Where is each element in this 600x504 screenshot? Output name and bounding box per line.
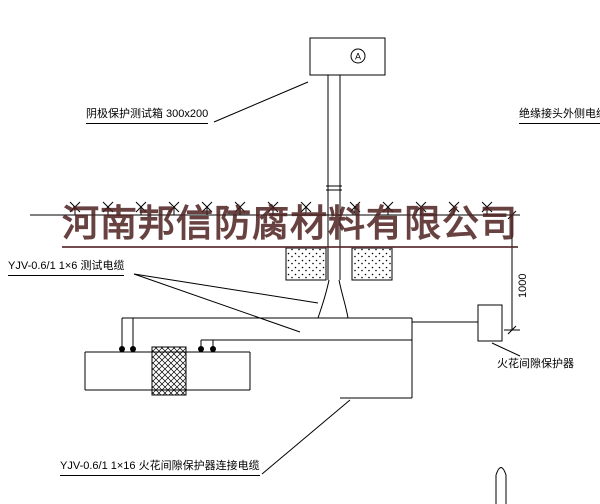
label-spark-gap-cable: YJV-0.6/1 1×16 火花间隙保护器连接电缆 bbox=[60, 460, 260, 476]
foundation-right bbox=[351, 247, 393, 281]
cadweld-dot bbox=[210, 346, 216, 352]
cable-runs bbox=[121, 279, 478, 399]
meter-letter: A bbox=[355, 52, 361, 62]
cadweld-dot bbox=[130, 346, 136, 352]
meter-symbol bbox=[350, 48, 366, 64]
insulating-coupling bbox=[151, 346, 187, 396]
label-test-box: 阴极保护测试箱 300x200 bbox=[86, 108, 209, 124]
cadweld-dot bbox=[198, 346, 204, 352]
dimension-text: 1000 bbox=[517, 273, 529, 298]
label-insulated-joint-cable: 绝缘接头外侧电缆 bbox=[519, 108, 600, 124]
company-watermark: 河南邦信防腐材料有限公司 bbox=[62, 206, 518, 248]
pipeline bbox=[84, 346, 251, 396]
leader-spark-cable bbox=[261, 399, 351, 475]
cadweld-dot bbox=[119, 346, 125, 352]
label-test-cable: YJV-0.6/1 1×6 测试电缆 bbox=[8, 260, 125, 276]
test-cable-left bbox=[317, 279, 330, 319]
leader-test-cable-1 bbox=[133, 273, 319, 304]
dimension-line bbox=[504, 210, 520, 335]
label-spark-gap-protector: 火花间隙保护器 bbox=[497, 358, 574, 370]
spark-gap-protector-box bbox=[477, 304, 503, 342]
riser-symbol bbox=[495, 467, 507, 504]
conduit-post bbox=[326, 75, 342, 280]
leader-test-cable-2 bbox=[133, 273, 301, 333]
concrete-foundations bbox=[285, 247, 393, 281]
leader-test-box bbox=[213, 81, 309, 123]
foundation-left bbox=[285, 247, 327, 281]
leader-spark-gap bbox=[491, 342, 521, 357]
ground-line bbox=[30, 201, 520, 216]
test-cable-right bbox=[338, 279, 349, 319]
test-box: A bbox=[309, 37, 386, 76]
leader-lines bbox=[133, 81, 521, 475]
